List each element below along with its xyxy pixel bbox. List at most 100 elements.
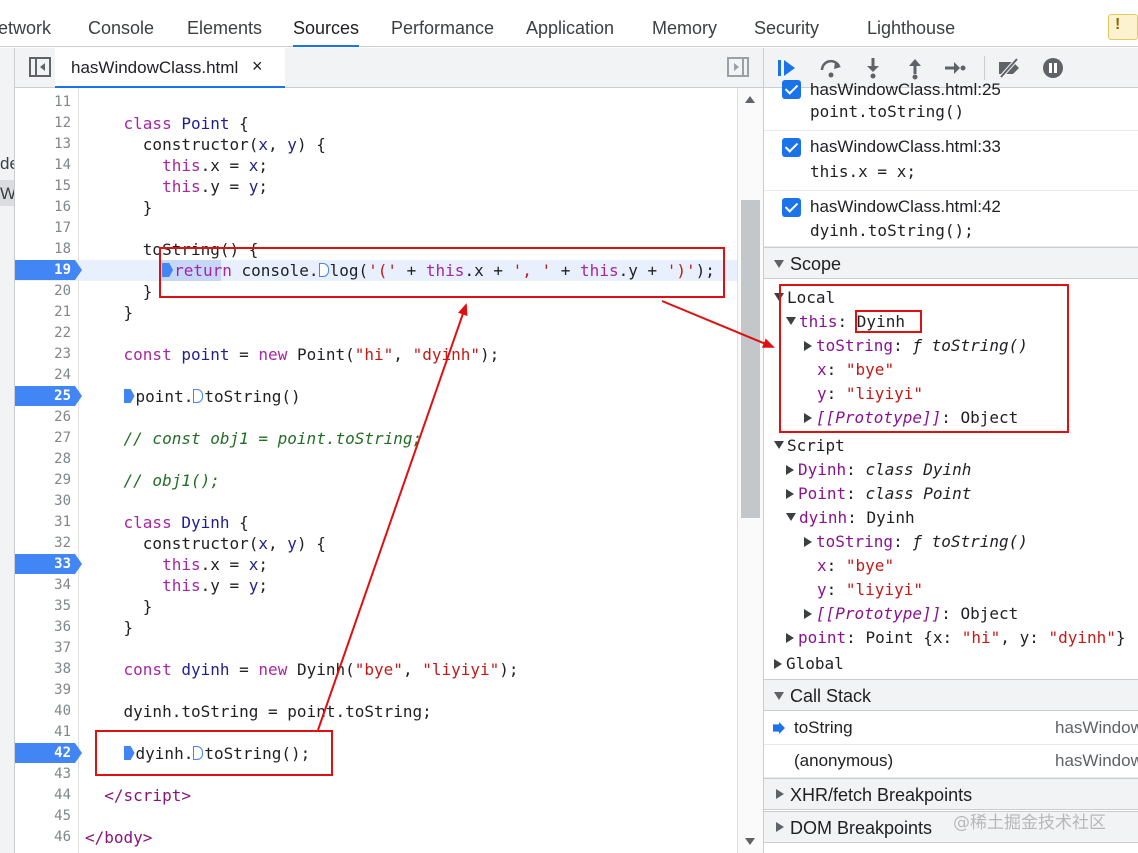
toggle-navigator-icon[interactable] (29, 57, 51, 77)
tab-security[interactable]: Security (754, 18, 820, 38)
line-number[interactable]: 45 (54, 808, 71, 824)
breakpoint-marker[interactable]: 42 (15, 743, 82, 763)
line-number[interactable]: 15 (54, 178, 71, 194)
line-number[interactable]: 31 (54, 514, 71, 530)
line-number[interactable]: 37 (54, 640, 71, 656)
tab-console[interactable]: Console (88, 18, 155, 38)
line-number[interactable]: 44 (54, 787, 71, 803)
scope-section-header[interactable]: Scope (764, 247, 1138, 279)
scope-script-item[interactable]: Point: class Point (786, 482, 971, 506)
scope-property[interactable]: toString: ƒ toString() (804, 530, 1028, 554)
tab-application[interactable]: Application (526, 18, 615, 38)
code-text: point.toString() (85, 386, 301, 407)
code-text: } (85, 597, 153, 616)
line-number[interactable]: 46 (54, 829, 71, 845)
code-line: 46</body> (15, 827, 737, 848)
tab-lighthouse[interactable]: Lighthouse (867, 18, 956, 38)
scope-global-label[interactable]: Global (774, 652, 844, 676)
execution-highlight (161, 260, 221, 281)
code-text: this.x = x; (162, 555, 269, 574)
scroll-up-icon[interactable] (745, 96, 755, 103)
frame-location[interactable]: hasWindow (1055, 751, 1138, 770)
xhr-breakpoints-header[interactable]: XHR/fetch Breakpoints (764, 778, 1138, 810)
line-number[interactable]: 12 (54, 115, 71, 131)
tab-sources[interactable]: Sources (293, 0, 360, 47)
line-number[interactable]: 39 (54, 682, 71, 698)
breakpoint-marker[interactable]: 19 (15, 260, 82, 280)
line-number[interactable]: 43 (54, 766, 71, 782)
step-over-icon[interactable] (818, 56, 844, 80)
file-tab[interactable]: hasWindowClass.html × (55, 48, 285, 88)
breakpoint-item[interactable]: hasWindowClass.html:33 this.x = x; (764, 131, 1138, 191)
line-number[interactable]: 27 (54, 430, 71, 446)
tab-performance[interactable]: Performance (391, 18, 495, 38)
code-text: return console.log('(' + this.x + ', ' +… (85, 260, 715, 281)
scope-property[interactable]: [[Prototype]]: Object (804, 602, 1018, 626)
scope-script-item[interactable]: Dyinh: class Dyinh (786, 458, 971, 482)
call-stack-frame[interactable]: toString hasWindow (764, 712, 1138, 745)
step-out-icon[interactable] (902, 56, 928, 80)
resume-icon[interactable] (774, 56, 800, 80)
line-number[interactable]: 35 (54, 598, 71, 614)
scope-property[interactable]: y: "liyiyi" (817, 384, 923, 403)
editor-scrollbar[interactable] (737, 88, 763, 853)
deactivate-breakpoints-icon[interactable] (996, 56, 1022, 80)
line-number[interactable]: 13 (54, 136, 71, 152)
warning-icon[interactable]: ! (1108, 14, 1138, 40)
breakpoint-checkbox[interactable] (782, 138, 801, 157)
scope-dyinh-row[interactable]: dyinh: Dyinh (786, 506, 915, 530)
line-number[interactable]: 18 (54, 241, 71, 257)
line-number[interactable]: 30 (54, 493, 71, 509)
scope-property[interactable]: y: "liyiyi" (817, 580, 923, 599)
line-number[interactable]: 26 (54, 409, 71, 425)
close-icon[interactable]: × (252, 56, 263, 76)
line-number[interactable]: 29 (54, 472, 71, 488)
line-number[interactable]: 41 (54, 724, 71, 740)
tab-elements[interactable]: Elements (187, 18, 263, 38)
breakpoint-item[interactable]: hasWindowClass.html:25 point.toString() (764, 80, 1138, 131)
line-number[interactable]: 14 (54, 157, 71, 173)
code-line: 20 } (15, 281, 737, 302)
line-number[interactable]: 34 (54, 577, 71, 593)
tab-etwork[interactable]: etwork (0, 18, 52, 38)
frame-location[interactable]: hasWindow (1055, 718, 1138, 737)
scope-property[interactable]: x: "bye" (817, 360, 895, 379)
line-number[interactable]: 23 (54, 346, 71, 362)
code-line: 17 (15, 218, 737, 239)
line-number[interactable]: 24 (54, 367, 71, 383)
dom-breakpoints-header[interactable]: DOM Breakpoints (764, 811, 1138, 843)
breakpoint-checkbox[interactable] (782, 198, 801, 217)
scope-point-row[interactable]: point: Point {x: "hi", y: "dyinh"} (786, 626, 1126, 650)
line-number[interactable]: 17 (54, 220, 71, 236)
call-stack-section-header[interactable]: Call Stack (764, 679, 1138, 711)
line-number[interactable]: 20 (54, 283, 71, 299)
line-number[interactable]: 11 (54, 94, 71, 110)
line-number[interactable]: 16 (54, 199, 71, 215)
step-icon[interactable] (942, 56, 968, 80)
toggle-debugger-icon[interactable] (727, 57, 749, 77)
scroll-thumb[interactable] (741, 200, 760, 518)
scope-this-row[interactable]: this: Dyinh (786, 310, 905, 334)
line-number[interactable]: 38 (54, 661, 71, 677)
line-number[interactable]: 21 (54, 304, 71, 320)
current-frame-icon (773, 722, 785, 734)
line-number[interactable]: 36 (54, 619, 71, 635)
scope-property[interactable]: x: "bye" (817, 556, 895, 575)
line-number[interactable]: 28 (54, 451, 71, 467)
scope-property[interactable]: toString: ƒ toString() (804, 334, 1028, 358)
scope-property[interactable]: [[Prototype]]: Object (804, 406, 1018, 430)
line-number[interactable]: 40 (54, 703, 71, 719)
line-number[interactable]: 32 (54, 535, 71, 551)
scroll-down-icon[interactable] (745, 838, 755, 845)
step-into-icon[interactable] (860, 56, 886, 80)
call-stack-frame[interactable]: (anonymous) hasWindow (764, 745, 1138, 778)
breakpoint-marker[interactable]: 33 (15, 554, 82, 574)
tab-memory[interactable]: Memory (652, 18, 718, 38)
breakpoint-checkbox[interactable] (782, 80, 801, 99)
line-number[interactable]: 22 (54, 325, 71, 341)
scope-script-label[interactable]: Script (774, 434, 845, 458)
breakpoint-item[interactable]: hasWindowClass.html:42 dyinh.toString(); (764, 191, 1138, 247)
code-line: 24 (15, 365, 737, 386)
breakpoint-marker[interactable]: 25 (15, 386, 82, 406)
pause-on-exceptions-icon[interactable] (1040, 56, 1066, 80)
